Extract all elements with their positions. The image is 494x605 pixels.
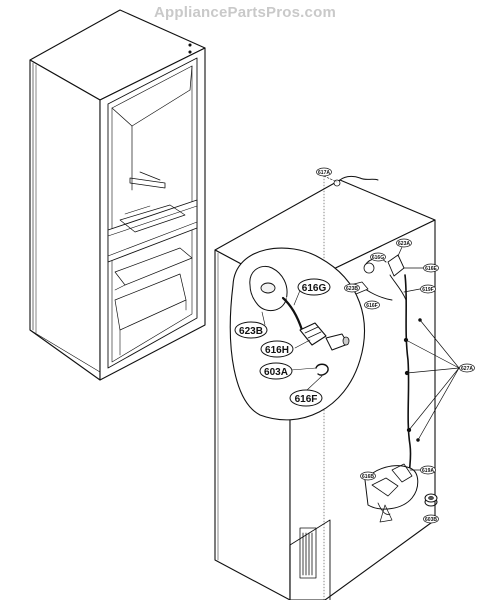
svg-text:623B: 623B [346,286,358,292]
svg-text:616H: 616H [265,345,289,356]
callout-619F: 619F [403,284,436,294]
svg-text:603A: 603A [264,367,288,378]
callout-623B-body: 623B [344,283,360,293]
callout-616G-body: 616G [370,252,386,262]
callout-616H-detail: 616H [260,340,294,358]
callout-603A-detail: 603A [259,362,293,380]
svg-text:616F: 616F [366,303,377,309]
callout-616F-body: 616F [364,300,380,310]
callout-616E: 616E [403,263,439,273]
svg-text:616B: 616B [362,474,374,480]
svg-text:627A: 627A [461,366,473,372]
svg-text:616E: 616E [425,266,437,272]
svg-text:623B: 623B [239,326,263,337]
callout-603B: 603B [423,514,439,524]
refrigerator-cabinet [29,9,206,381]
svg-text:619F: 619F [422,287,433,293]
callout-619A: 619A [409,465,436,475]
svg-text:623A: 623A [398,241,410,247]
watermark-text: AppliancePartsPros.com [154,4,336,21]
svg-text:617A: 617A [318,170,330,176]
callout-623B-detail: 623B [234,321,268,339]
svg-text:619A: 619A [422,468,434,474]
callout-623A: 623A [396,238,412,257]
callout-617A: 617A [316,167,332,177]
vent-grille [299,527,317,579]
svg-text:616G: 616G [372,255,384,261]
detail-magnifier [229,247,365,421]
svg-text:616G: 616G [302,283,327,294]
callout-627A: 627A [405,319,475,441]
svg-text:616F: 616F [295,394,318,405]
callout-616F-detail: 616F [289,389,323,407]
callout-616G-detail: 616G [297,278,331,296]
svg-text:603B: 603B [425,517,437,523]
callout-616B: 616B [360,471,376,481]
